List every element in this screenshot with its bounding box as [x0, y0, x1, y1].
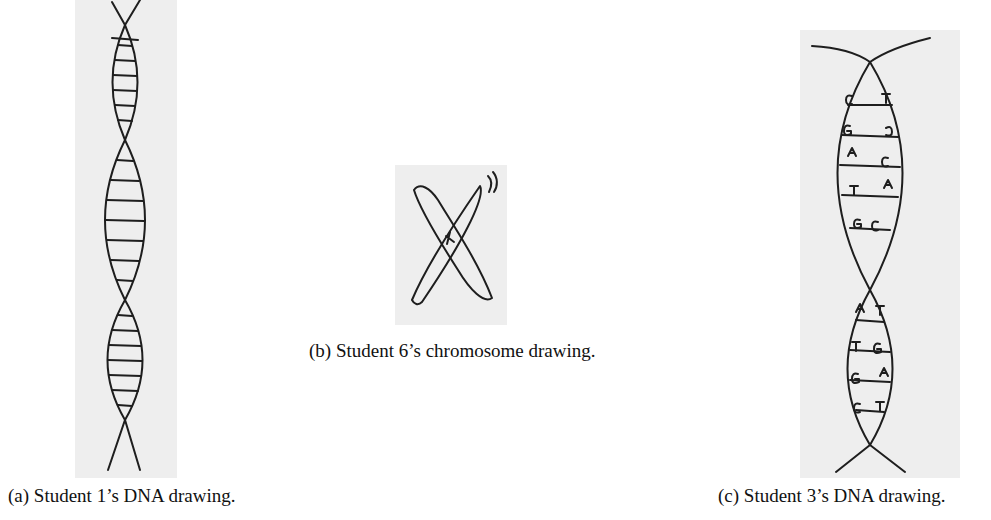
scan-background — [395, 165, 507, 325]
dna-helix — [105, 0, 145, 470]
chromosome-sketch — [412, 172, 497, 304]
figure-caption: (b) Student 6’s chromosome drawing. — [309, 340, 596, 363]
scan-background — [800, 30, 960, 478]
figure-caption: (c) Student 3’s DNA drawing. — [718, 485, 945, 508]
dna-helix-labelled — [812, 38, 930, 472]
scan-background — [75, 0, 177, 478]
figure-caption: (a) Student 1’s DNA drawing. — [8, 485, 235, 508]
